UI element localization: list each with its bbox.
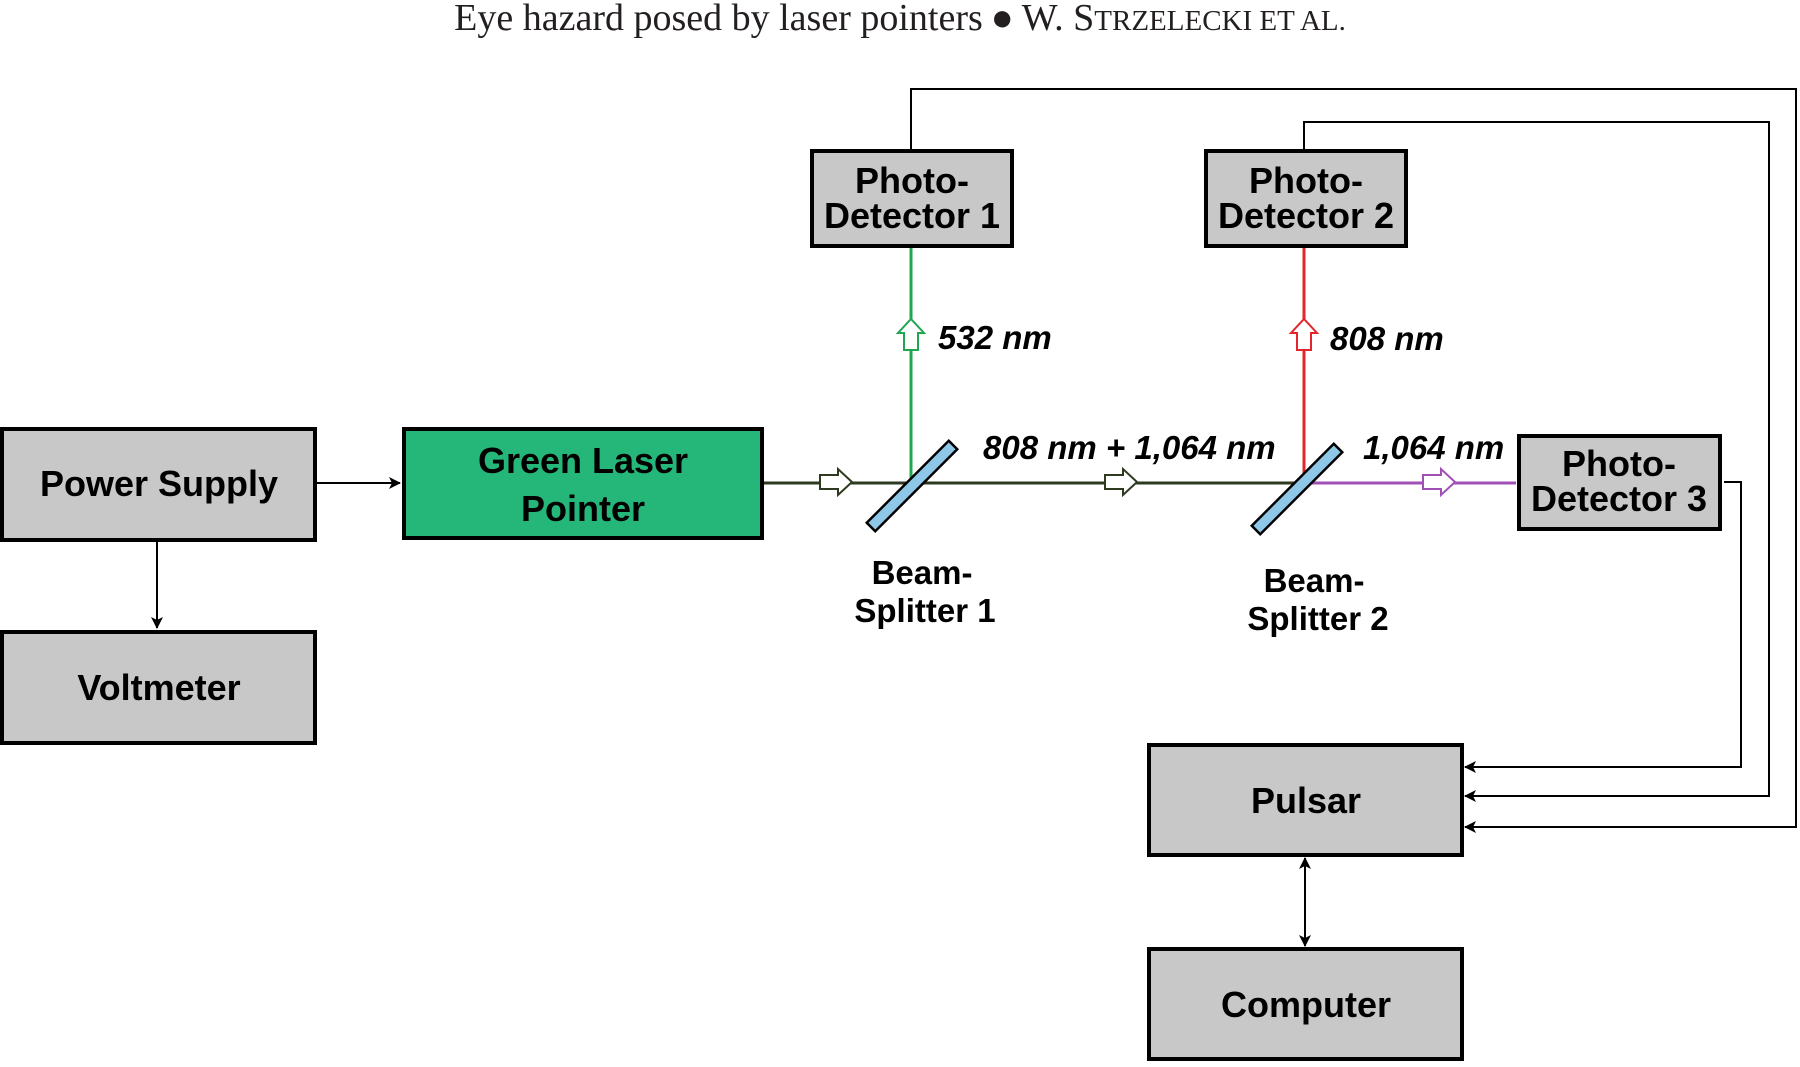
wavelength-808-label: 808 nm: [1330, 320, 1444, 357]
header-bullet: ●: [991, 0, 1014, 39]
green-laser-pointer-box: Green Laser Pointer: [402, 427, 764, 540]
voltmeter-box: Voltmeter: [0, 630, 317, 745]
pulsar-label: Pulsar: [1251, 780, 1361, 821]
beam-splitter-2-label-line2: Splitter 2: [1247, 600, 1388, 637]
power-supply-label: Power Supply: [40, 463, 278, 504]
beam-splitter-2-label-line1: Beam-: [1264, 562, 1365, 599]
header-author-surname-rest: TRZELECKI: [1094, 5, 1252, 37]
photodetector-3-label-line2: Detector 3: [1531, 478, 1707, 519]
wire-pd1-to-pulsar: [910, 88, 1797, 833]
wavelength-combined-label: 808 nm + 1,064 nm: [983, 429, 1276, 466]
beam-splitter-2: [1249, 441, 1345, 537]
computer-label: Computer: [1221, 984, 1391, 1025]
voltmeter-label: Voltmeter: [77, 667, 240, 708]
wavelength-1064-label: 1,064 nm: [1363, 429, 1504, 466]
beam-direction-arrow-3: [1422, 466, 1457, 498]
photodetector-3-label-line1: Photo-: [1562, 443, 1676, 484]
photodetector-1-label-line1: Photo-: [855, 160, 969, 201]
photodetector-3-box: Photo- Detector 3: [1517, 434, 1722, 531]
green-laser-label-line1: Green Laser: [478, 440, 688, 481]
power-supply-box: Power Supply: [0, 427, 317, 542]
wire-pd2-to-pulsar: [1303, 121, 1770, 802]
photodetector-2-box: Photo- Detector 2: [1204, 149, 1408, 248]
beam-splitter-1: [864, 438, 960, 534]
beam-direction-arrow-1: [819, 466, 854, 498]
beam-splitter-1-label-line2: Splitter 1: [854, 592, 995, 629]
beam-direction-arrow-red: [1288, 317, 1320, 351]
pulsar-box: Pulsar: [1147, 743, 1464, 857]
header-author-initial: W.: [1022, 0, 1073, 39]
photodetector-1-box: Photo- Detector 1: [810, 149, 1014, 248]
page-header: Eye hazard posed by laser pointers●W. ST…: [454, 0, 1346, 39]
header-et-al: ET AL.: [1252, 5, 1346, 37]
beam-direction-arrow-green: [895, 317, 927, 351]
photodetector-2-label-line1: Photo-: [1249, 160, 1363, 201]
wavelength-532-label: 532 nm: [938, 319, 1052, 356]
beam-splitter-1-label-line1: Beam-: [872, 554, 973, 591]
header-author-surname-initial: S: [1073, 0, 1094, 39]
photodetector-2-label-line2: Detector 2: [1218, 195, 1394, 236]
computer-box: Computer: [1147, 947, 1464, 1061]
wire-pd3-to-pulsar: [1464, 481, 1742, 773]
header-title: Eye hazard posed by laser pointers: [454, 0, 983, 39]
beam-direction-arrow-2: [1104, 466, 1139, 498]
green-laser-label-line2: Pointer: [521, 488, 645, 529]
photodetector-1-label-line2: Detector 1: [824, 195, 1000, 236]
